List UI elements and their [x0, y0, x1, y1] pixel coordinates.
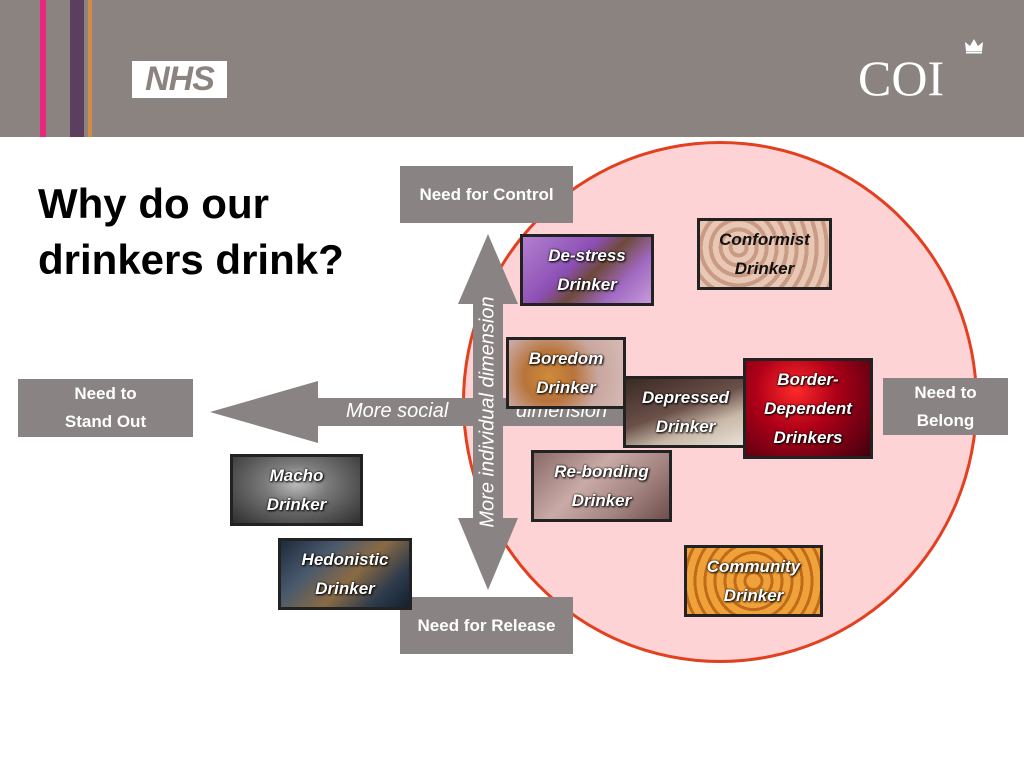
individual-arrow [458, 234, 518, 590]
nhs-logo: NHS [132, 61, 227, 98]
de-stress-drinker-tile: De-stress Drinker [520, 234, 654, 306]
purple-stripe [70, 0, 84, 137]
re-bonding-drinker-tile: Re-bonding Drinker [531, 450, 672, 522]
macho-drinker-label: Macho Drinker [266, 466, 327, 514]
macho-drinker-tile: Macho Drinker [230, 454, 363, 526]
boredom-drinker-label: Boredom Drinker [528, 349, 604, 397]
border-dependent-drinkers-label: Border- Dependent Drinkers [764, 370, 852, 447]
need-for-release-label: Need for Release [417, 615, 556, 635]
page-title: Why do our drinkers drink? [38, 180, 344, 283]
de-stress-drinker-label: De-stress Drinker [548, 246, 626, 294]
conformist-drinker-label: Conformist Drinker [719, 230, 810, 278]
border-dependent-drinkers-tile: Border- Dependent Drinkers [743, 358, 873, 459]
re-bonding-drinker-label: Re-bonding Drinker [554, 462, 649, 510]
community-drinker-tile: Community Drinker [684, 545, 823, 617]
coi-logo: COI [858, 50, 945, 106]
individual-dimension-label: More individual dimension [476, 296, 499, 528]
depressed-drinker-label: Depressed Drinker [642, 388, 729, 436]
depressed-drinker-tile: Depressed Drinker [623, 376, 748, 448]
conformist-drinker-tile: Conformist Drinker [697, 218, 832, 290]
header-bar: NHS COI [0, 0, 1024, 137]
community-drinker-label: Community Drinker [706, 557, 801, 605]
need-for-release-box: Need for Release [400, 597, 573, 654]
need-to-stand-out-label: Need to Stand Out [64, 384, 147, 431]
social-dimension-label: More social [346, 400, 449, 422]
boredom-drinker-tile: Boredom Drinker [506, 337, 626, 409]
need-to-stand-out-box: Need to Stand Out [18, 379, 193, 437]
hedonistic-drinker-label: Hedonistic Drinker [301, 550, 389, 598]
social-arrow [210, 381, 628, 443]
need-for-control-box: Need for Control [400, 166, 573, 223]
hedonistic-drinker-tile: Hedonistic Drinker [278, 538, 412, 610]
crown-icon [965, 39, 983, 54]
need-for-control-label: Need for Control [419, 184, 554, 204]
need-to-belong-label: Need to Belong [914, 382, 977, 430]
need-to-belong-box: Need to Belong [883, 378, 1008, 435]
pink-stripe [40, 0, 46, 137]
orange-stripe [88, 0, 92, 137]
